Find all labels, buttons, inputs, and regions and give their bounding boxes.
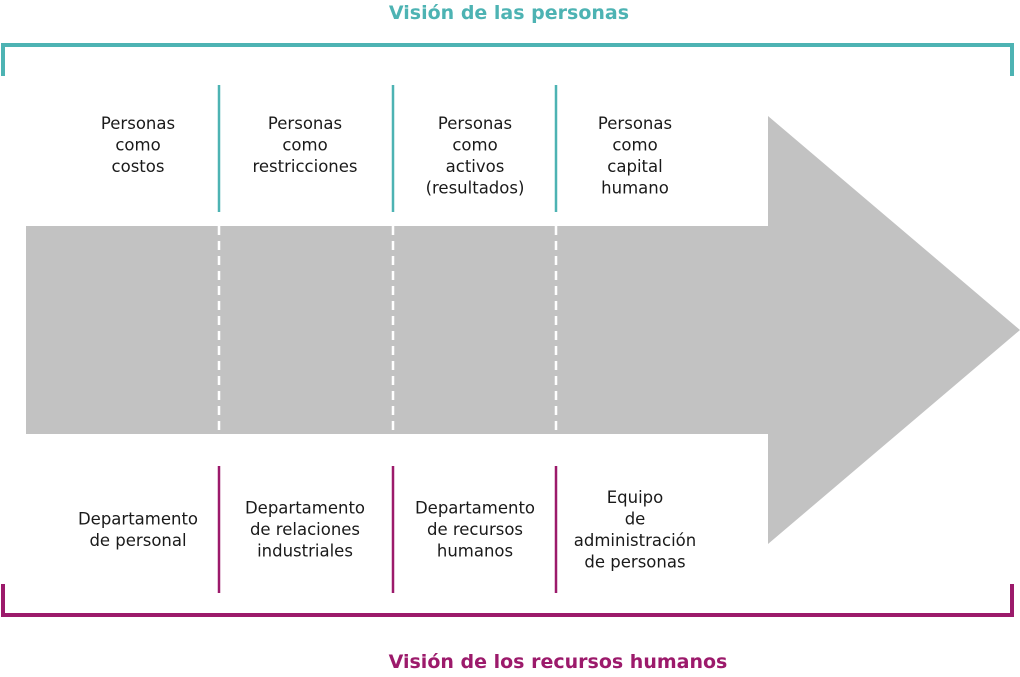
- bottom-label-line: Departamento: [78, 509, 198, 528]
- top-label-line: como: [452, 136, 497, 155]
- top-label-line: como: [612, 136, 657, 155]
- bottom-label-line: de: [625, 509, 646, 528]
- bottom-label-1: Departamento de personal: [78, 509, 198, 550]
- top-label-line: restricciones: [252, 157, 357, 176]
- bottom-title: Visión de los recursos humanos: [389, 651, 728, 673]
- bottom-label-3: Departamento de recursos humanos: [415, 499, 535, 561]
- stage-separators: [217, 226, 558, 434]
- bottom-labels: Departamento de personal Departamento de re…: [78, 488, 696, 572]
- top-label-line: Personas: [598, 114, 672, 133]
- bottom-dividers: [217, 466, 558, 593]
- top-label-line: como: [115, 136, 160, 155]
- top-title: Visión de las personas: [389, 2, 629, 24]
- top-label-line: como: [282, 136, 327, 155]
- bottom-label-line: administración: [574, 531, 696, 550]
- top-label-line: capital: [607, 157, 662, 176]
- bottom-label-line: de recursos: [427, 520, 523, 539]
- bottom-label-4: Equipo de administración de personas: [574, 488, 696, 572]
- bottom-label-2: Departamento de relaciones industriales: [245, 499, 365, 561]
- top-label-line: activos: [446, 157, 505, 176]
- top-label-4: Personas como capital humano: [598, 114, 672, 198]
- top-label-2: Personas como restricciones: [252, 114, 357, 176]
- top-label-line: humano: [601, 179, 669, 198]
- progress-arrow: [26, 116, 1020, 544]
- top-label-line: Personas: [101, 114, 175, 133]
- top-label-line: costos: [112, 157, 165, 176]
- bottom-label-line: Equipo: [607, 488, 664, 507]
- bottom-label-line: humanos: [437, 542, 513, 561]
- top-labels: Personas como costos Personas como restriccio…: [101, 114, 672, 198]
- bottom-label-line: Departamento: [245, 499, 365, 518]
- bottom-bracket: [1, 584, 1014, 617]
- top-label-3: Personas como activos (resultados): [426, 114, 525, 198]
- top-label-1: Personas como costos: [101, 114, 175, 176]
- top-label-line: Personas: [438, 114, 512, 133]
- top-dividers: [217, 85, 558, 212]
- bottom-label-line: industriales: [257, 542, 353, 561]
- bottom-label-line: Departamento: [415, 499, 535, 518]
- top-bracket: [1, 43, 1014, 76]
- top-label-line: Personas: [268, 114, 342, 133]
- top-label-line: (resultados): [426, 179, 525, 198]
- bottom-label-line: de personas: [584, 552, 685, 571]
- bottom-label-line: de personal: [89, 531, 186, 550]
- bottom-label-line: de relaciones: [250, 520, 360, 539]
